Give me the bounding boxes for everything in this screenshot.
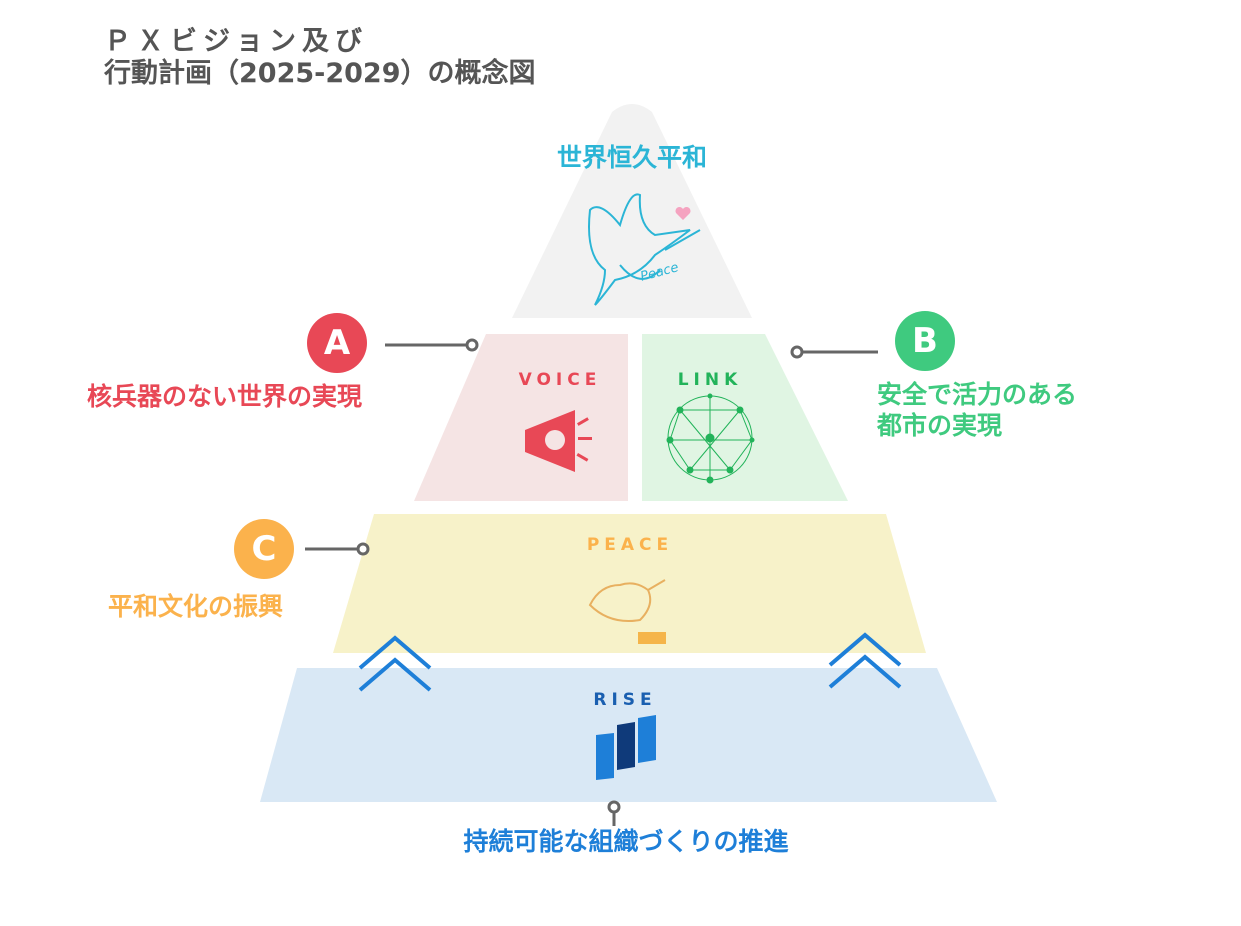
pyramid-link-tier bbox=[642, 334, 848, 501]
badge-a: A bbox=[307, 313, 367, 373]
callout-b-text: 安全で活力のある 都市の実現 bbox=[877, 379, 1077, 441]
callout-a-text: 核兵器のない世界の実現 bbox=[87, 382, 363, 411]
pyramid-top-tier bbox=[512, 104, 752, 318]
megaphone-icon bbox=[525, 410, 592, 472]
bottom-callout-text: 持続可能な組織づくりの推進 bbox=[463, 827, 789, 856]
connector-lines bbox=[305, 338, 878, 826]
heart-icon bbox=[675, 206, 691, 220]
top-tier-label: 世界恒久平和 bbox=[556, 143, 707, 172]
link-tier-label: LINK bbox=[677, 370, 743, 390]
network-globe-icon bbox=[666, 393, 755, 484]
rise-icon bbox=[596, 715, 656, 780]
rise-tier-label: RISE bbox=[593, 690, 657, 710]
title-line-1: ＰＸビジョン及び bbox=[104, 26, 368, 57]
peace-dove-icon bbox=[588, 193, 701, 306]
pyramid-voice-tier bbox=[414, 334, 628, 501]
badge-b: B bbox=[895, 311, 955, 371]
hands-dove-icon bbox=[588, 579, 666, 622]
callout-b-line-1: 安全で活力のある bbox=[877, 380, 1078, 409]
callout-b-line-2: 都市の実現 bbox=[877, 411, 1003, 440]
title-line-2: 行動計画（2025-2029）の概念図 bbox=[104, 58, 536, 89]
up-chevrons-left-icon bbox=[358, 635, 432, 692]
callout-c-text: 平和文化の振興 bbox=[108, 592, 284, 621]
page-title: ＰＸビジョン及び 行動計画（2025-2029）の概念図 bbox=[104, 26, 536, 90]
badge-c: C bbox=[234, 519, 294, 579]
peace-tier-label: PEACE bbox=[586, 535, 674, 555]
voice-tier-label: VOICE bbox=[518, 370, 602, 390]
sleeve-icon bbox=[638, 632, 666, 644]
up-chevrons-right-icon bbox=[828, 632, 902, 689]
